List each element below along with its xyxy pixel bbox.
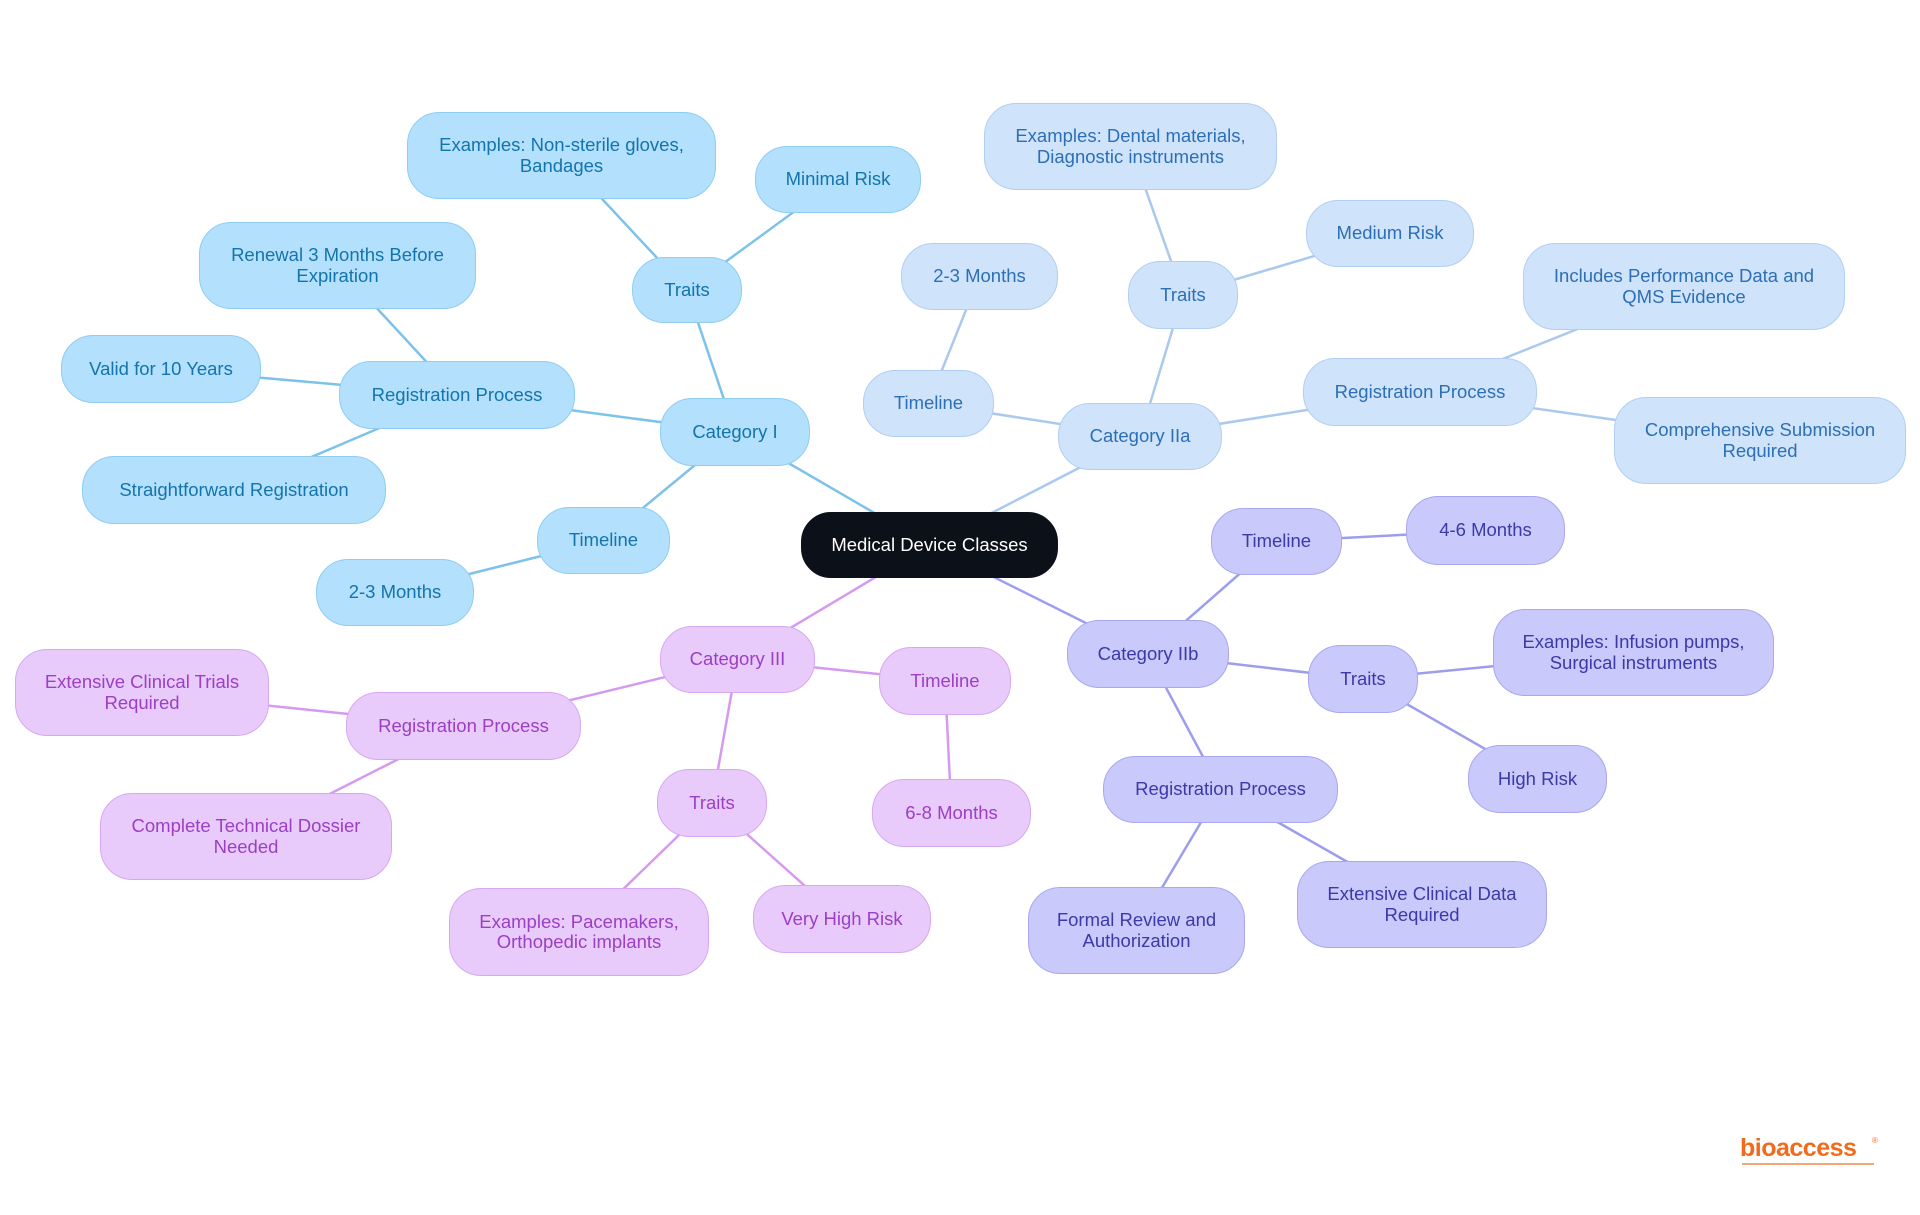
category-i-timeline-node: Timeline [537,507,670,574]
category-i-risk-node: Minimal Risk [755,146,921,213]
category-iia-timeline-node: Timeline [863,370,994,437]
root-node: Medical Device Classes [801,512,1058,578]
category-iib-node: Category IIb [1067,620,1229,688]
category-i-node: Category I [660,398,810,466]
category-iib-timeline-node: Timeline [1211,508,1342,575]
category-iii-risk-node: Very High Risk [753,885,931,953]
category-i-months-node: 2-3 Months [316,559,474,626]
logo-wordmark: bioaccess [1740,1134,1857,1162]
category-iia-comprehensive-node: Comprehensive Submission Required [1614,397,1906,484]
category-iii-months-node: 6-8 Months [872,779,1031,847]
category-iib-clinical-node: Extensive Clinical Data Required [1297,861,1547,948]
category-i-traits-node: Traits [632,257,742,323]
category-iia-node: Category IIa [1058,403,1222,470]
category-i-registration-node: Registration Process [339,361,575,429]
category-iib-months-node: 4-6 Months [1406,496,1565,565]
category-i-valid-node: Valid for 10 Years [61,335,261,403]
category-i-renewal-node: Renewal 3 Months Before Expiration [199,222,476,309]
bioaccess-logo: bioaccess ® [1740,1134,1880,1168]
category-iib-examples-node: Examples: Infusion pumps, Surgical instr… [1493,609,1774,696]
category-i-straightforward-node: Straightforward Registration [82,456,386,524]
logo-tagline-bar [1742,1163,1874,1165]
category-iia-registration-node: Registration Process [1303,358,1537,426]
category-iib-formal-node: Formal Review and Authorization [1028,887,1245,974]
category-iia-months-node: 2-3 Months [901,243,1058,310]
category-iib-traits-node: Traits [1308,645,1418,713]
category-i-examples-node: Examples: Non-sterile gloves, Bandages [407,112,716,199]
category-iii-timeline-node: Timeline [879,647,1011,715]
category-iia-traits-node: Traits [1128,261,1238,329]
category-iib-risk-node: High Risk [1468,745,1607,813]
category-iia-risk-node: Medium Risk [1306,200,1474,267]
category-iii-traits-node: Traits [657,769,767,837]
category-iib-registration-node: Registration Process [1103,756,1338,823]
category-iii-node: Category III [660,626,815,693]
logo-registered-mark: ® [1872,1136,1878,1145]
category-iia-includes-node: Includes Performance Data and QMS Eviden… [1523,243,1845,330]
category-iii-trials-node: Extensive Clinical Trials Required [15,649,269,736]
category-iii-dossier-node: Complete Technical Dossier Needed [100,793,392,880]
category-iii-registration-node: Registration Process [346,692,581,760]
category-iii-examples-node: Examples: Pacemakers, Orthopedic implant… [449,888,709,976]
category-iia-examples-node: Examples: Dental materials, Diagnostic i… [984,103,1277,190]
